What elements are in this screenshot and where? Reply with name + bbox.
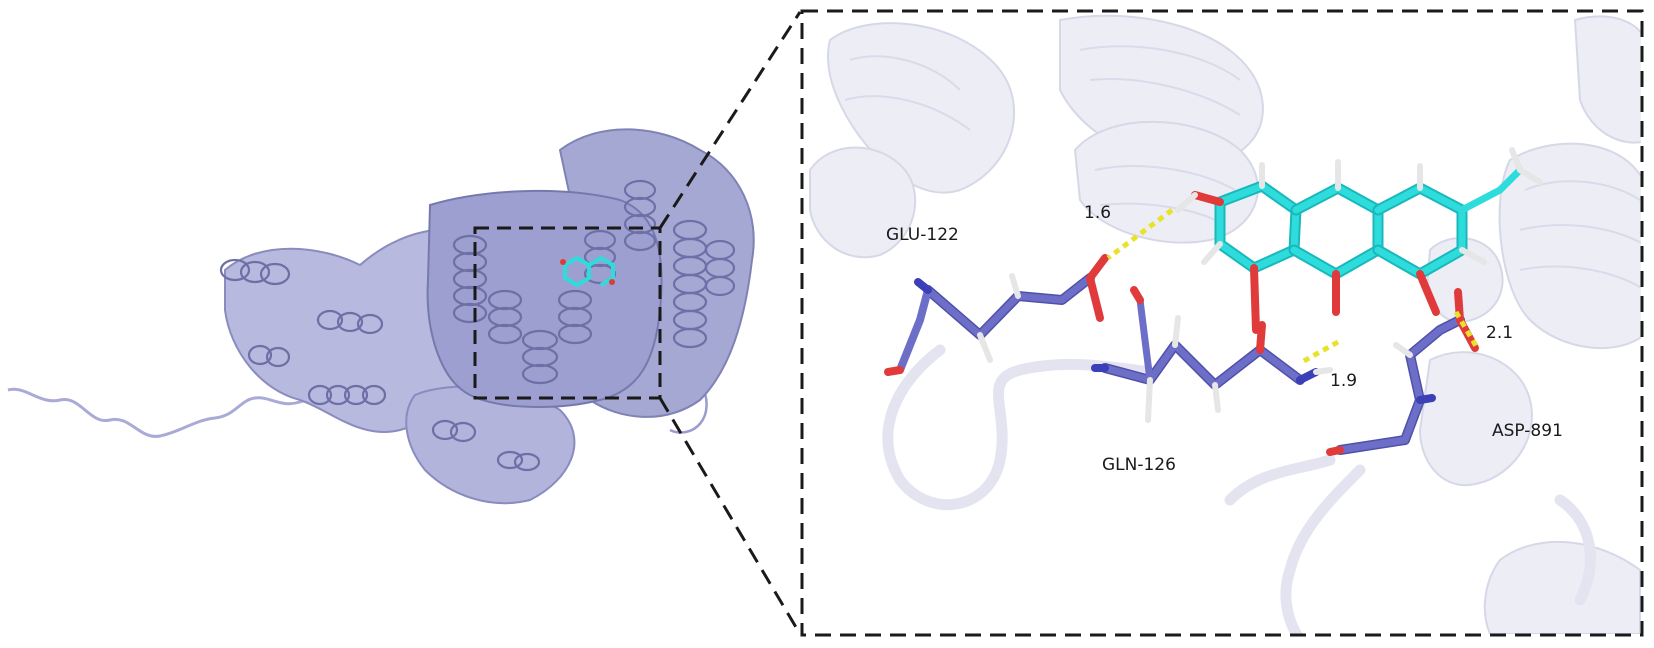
zoom-connector-top [658, 11, 802, 229]
residue-glu-122 [884, 254, 1109, 376]
residue-label-asp: ASP-891 [1492, 421, 1563, 441]
residue-gln-126 [1091, 286, 1333, 423]
background-loops [882, 344, 1596, 634]
distance-label-3: 2.1 [1486, 323, 1513, 343]
hbond-1 [1106, 208, 1174, 260]
protein-helices [219, 179, 736, 472]
distance-label-2: 1.9 [1330, 371, 1357, 391]
protein-domain-central [426, 189, 663, 408]
protein-tail [7, 370, 351, 438]
binding-site-box [473, 226, 662, 400]
background-helices [809, 14, 1641, 634]
ligand [1175, 147, 1543, 334]
zoom-connector-bottom [658, 397, 802, 635]
hydrogen-bonds [1106, 208, 1479, 365]
protein-overview [7, 128, 755, 505]
ligand-overview [560, 255, 615, 288]
distance-label-1: 1.6 [1084, 203, 1111, 223]
hbond-2 [1300, 339, 1340, 365]
background-helix-rings [844, 45, 1641, 289]
zoom-box [800, 9, 1644, 637]
residue-label-gln: GLN-126 [1102, 455, 1176, 475]
residue-label-glu: GLU-122 [886, 225, 959, 245]
binding-site-detail: GLU-122 GLN-126 ASP-891 1.6 1.9 2.1 [803, 12, 1641, 634]
